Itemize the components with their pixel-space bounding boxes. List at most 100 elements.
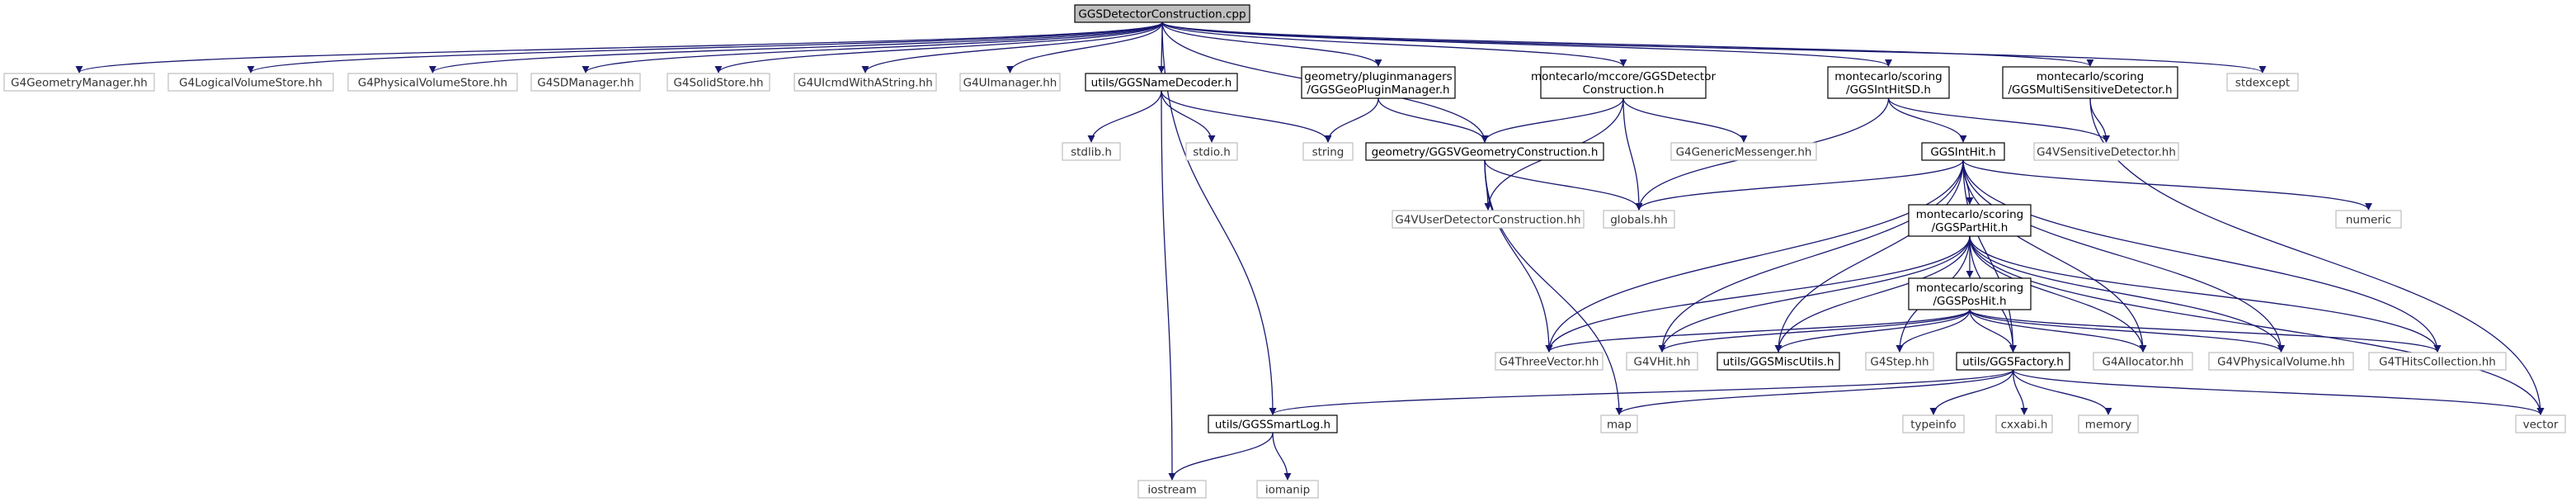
node-namedecoder[interactable]: utils/GGSNameDecoder.h xyxy=(1085,73,1238,92)
node-ggsinthit[interactable]: GGSIntHit.h xyxy=(1921,142,2005,161)
node-vgeomcons[interactable]: geometry/GGSVGeometryConstruction.h xyxy=(1365,142,1604,161)
node-g4threevec: G4ThreeVector.hh xyxy=(1495,352,1604,371)
node-box xyxy=(1540,66,1707,99)
edge-root-to-inthitsd xyxy=(1161,21,1892,67)
node-g4solid: G4SolidStore.hh xyxy=(666,73,770,92)
node-inthitsd[interactable]: montecarlo/scoring/GGSIntHitSD.h xyxy=(1827,66,1950,99)
node-stdio: stdio.h xyxy=(1185,142,1238,161)
node-box xyxy=(1956,352,2070,371)
edge-ggsinthit-to-g4vphys xyxy=(1962,159,2286,353)
node-label: iostream xyxy=(1147,484,1196,497)
node-label: G4VSensitiveDetector.hh xyxy=(2037,146,2176,159)
node-label: utils/GGSSmartLog.h xyxy=(1215,419,1330,432)
node-label: utils/GGSFactory.h xyxy=(1962,356,2064,369)
node-label: G4VPhysicalVolume.hh xyxy=(2217,356,2345,369)
edge-smartlog-to-iomanip xyxy=(1272,432,1292,481)
node-label: stdlib.h xyxy=(1071,146,1112,159)
node-box xyxy=(1670,142,1817,161)
node-label: montecarlo/scoring xyxy=(1916,282,2024,295)
node-box xyxy=(1603,210,1675,229)
node-cxxabi: cxxabi.h xyxy=(1995,414,2053,433)
node-box xyxy=(1301,66,1456,99)
node-g4alloc: G4Allocator.hh xyxy=(2093,352,2193,371)
edge-parthit-to-miscutils xyxy=(1774,235,1971,353)
node-box xyxy=(1137,480,1207,499)
node-parthit[interactable]: montecarlo/scoring/GGSPartHit.h xyxy=(1908,204,2032,237)
node-memory: memory xyxy=(2078,414,2139,433)
node-label: G4Step.hh xyxy=(1870,356,1928,369)
node-box xyxy=(2515,414,2566,433)
node-g4vphys: G4VPhysicalVolume.hh xyxy=(2208,352,2354,371)
node-label: Construction.h xyxy=(1583,83,1665,97)
node-box xyxy=(3,73,155,92)
edge-factory-to-cxxabi xyxy=(2012,369,2028,415)
node-box xyxy=(794,73,937,92)
edge-geoplugin-to-string xyxy=(1324,97,1379,143)
edge-root-to-g4physvol xyxy=(429,21,1163,73)
node-smartlog[interactable]: utils/GGSSmartLog.h xyxy=(1208,414,1338,433)
node-geoplugin[interactable]: geometry/pluginmanagers/GGSGeoPluginMana… xyxy=(1301,66,1456,99)
edge-root-to-stdexcept xyxy=(1161,21,2267,73)
node-stdlib: stdlib.h xyxy=(1062,142,1121,161)
node-box xyxy=(2226,73,2299,92)
node-label: stdio.h xyxy=(1193,146,1231,159)
node-numeric: numeric xyxy=(2335,210,2402,229)
node-string: string xyxy=(1302,142,1354,161)
node-g4step: G4Step.hh xyxy=(1865,352,1934,371)
edge-poshit-to-g4vhit xyxy=(1658,309,1971,353)
node-label: G4VUserDetectorConstruction.hh xyxy=(1395,214,1580,227)
edge-root-to-mcdetcons xyxy=(1161,21,1627,67)
node-typeinfo: typeinfo xyxy=(1902,414,1965,433)
node-box xyxy=(2368,352,2507,371)
node-root[interactable]: GGSDetectorConstruction.cpp xyxy=(1074,4,1250,23)
edge-root-to-g4solid xyxy=(714,21,1163,73)
node-iostream: iostream xyxy=(1137,480,1207,499)
node-label: /GGSPosHit.h xyxy=(1933,295,2006,308)
node-label: montecarlo/scoring xyxy=(1834,70,1943,83)
node-miscutils[interactable]: utils/GGSMiscUtils.h xyxy=(1717,352,1840,371)
node-g4logvol: G4LogicalVolumeStore.hh xyxy=(167,73,334,92)
edge-ggsinthit-to-g4threevec xyxy=(1545,159,1964,353)
node-g4genmess: G4GenericMessenger.hh xyxy=(1670,142,1817,161)
edge-factory-to-map xyxy=(1615,369,2014,415)
node-label: cxxabi.h xyxy=(2001,419,2048,432)
node-factory[interactable]: utils/GGSFactory.h xyxy=(1956,352,2070,371)
edge-poshit-to-miscutils xyxy=(1774,309,1971,353)
node-box xyxy=(1865,352,1934,371)
edge-namedecoder-to-string xyxy=(1161,90,1332,143)
node-box xyxy=(666,73,770,92)
node-box xyxy=(1185,142,1238,161)
edge-ggsinthit-to-g4alloc xyxy=(1962,159,2147,353)
edge-poshit-to-g4thits xyxy=(1969,309,2442,353)
edge-ggsinthit-to-factory xyxy=(1962,159,2018,353)
edge-factory-to-vector xyxy=(2012,369,2545,415)
node-layer: GGSDetectorConstruction.cppG4GeometryMan… xyxy=(3,4,2566,499)
edge-inthitsd-to-ggsinthit xyxy=(1887,97,1967,143)
edge-ggsinthit-to-g4vhit xyxy=(1658,159,1964,353)
node-box xyxy=(1256,480,1319,499)
node-box xyxy=(1921,142,2005,161)
node-box xyxy=(1208,414,1338,433)
edge-namedecoder-to-stdlib xyxy=(1087,90,1162,143)
node-iomanip: iomanip xyxy=(1256,480,1319,499)
node-box xyxy=(1908,277,2032,310)
node-label: G4THitsCollection.hh xyxy=(2379,356,2496,369)
edge-factory-to-typeinfo xyxy=(1929,369,2014,415)
edge-root-to-g4uimgr xyxy=(1006,21,1163,73)
node-box xyxy=(1302,142,1354,161)
node-box xyxy=(2002,66,2178,99)
edge-root-to-g4geommgr xyxy=(75,21,1163,73)
node-globals: globals.hh xyxy=(1603,210,1675,229)
node-box xyxy=(1827,66,1950,99)
node-box xyxy=(1995,414,2053,433)
node-box xyxy=(167,73,334,92)
node-mcdetcons[interactable]: montecarlo/mccore/GGSDetectorConstructio… xyxy=(1531,66,1716,99)
node-poshit[interactable]: montecarlo/scoring/GGSPosHit.h xyxy=(1908,277,2032,310)
node-label: /GGSMultiSensitiveDetector.h xyxy=(2008,83,2172,97)
node-box xyxy=(1908,204,2032,237)
node-g4vsensdet: G4VSensitiveDetector.hh xyxy=(2033,142,2179,161)
edge-root-to-g4uicmd xyxy=(861,21,1163,73)
node-g4thits: G4THitsCollection.hh xyxy=(2368,352,2507,371)
node-box xyxy=(2208,352,2354,371)
node-multisd[interactable]: montecarlo/scoring/GGSMultiSensitiveDete… xyxy=(2002,66,2178,99)
